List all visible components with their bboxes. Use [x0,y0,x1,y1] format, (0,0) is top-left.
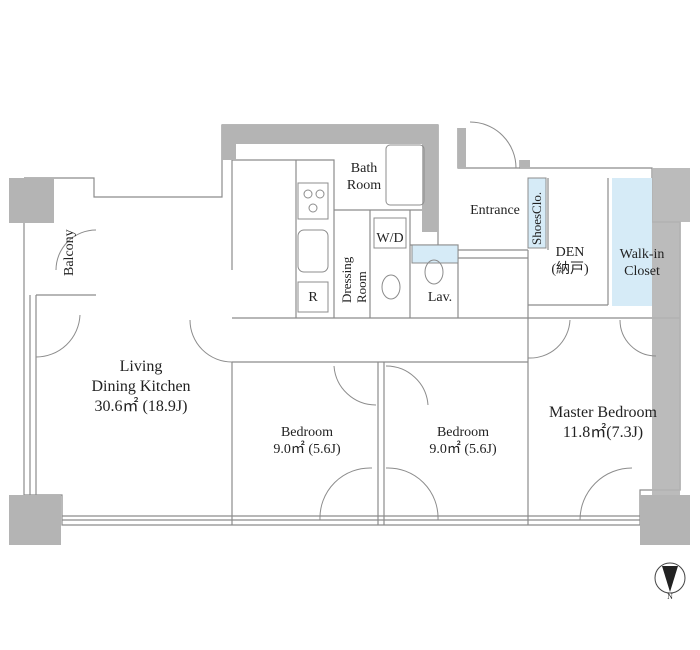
kitchen-sink [297,229,329,273]
balcony-label: Balcony [62,229,77,276]
walk-in-closet-area [612,178,652,306]
den-label: DEN(納戸) [551,245,589,277]
washer-dryer-label: W/D [376,231,404,246]
bathtub [385,144,425,206]
entrance-label: Entrance [470,203,520,218]
wash-basin [381,274,401,300]
toilet [424,259,444,285]
refrigerator-label: R [308,290,318,305]
lavatory-area [411,244,459,264]
washer-box [373,217,407,249]
fridge-box [297,281,329,313]
shoes-closet-area [527,177,547,249]
stove [297,182,329,220]
compass-north-label: N [667,592,673,601]
shoes-closet-label: ShoesClo. [529,191,544,245]
north-compass-icon [654,562,686,594]
lavatory-label: Lav. [427,290,453,305]
